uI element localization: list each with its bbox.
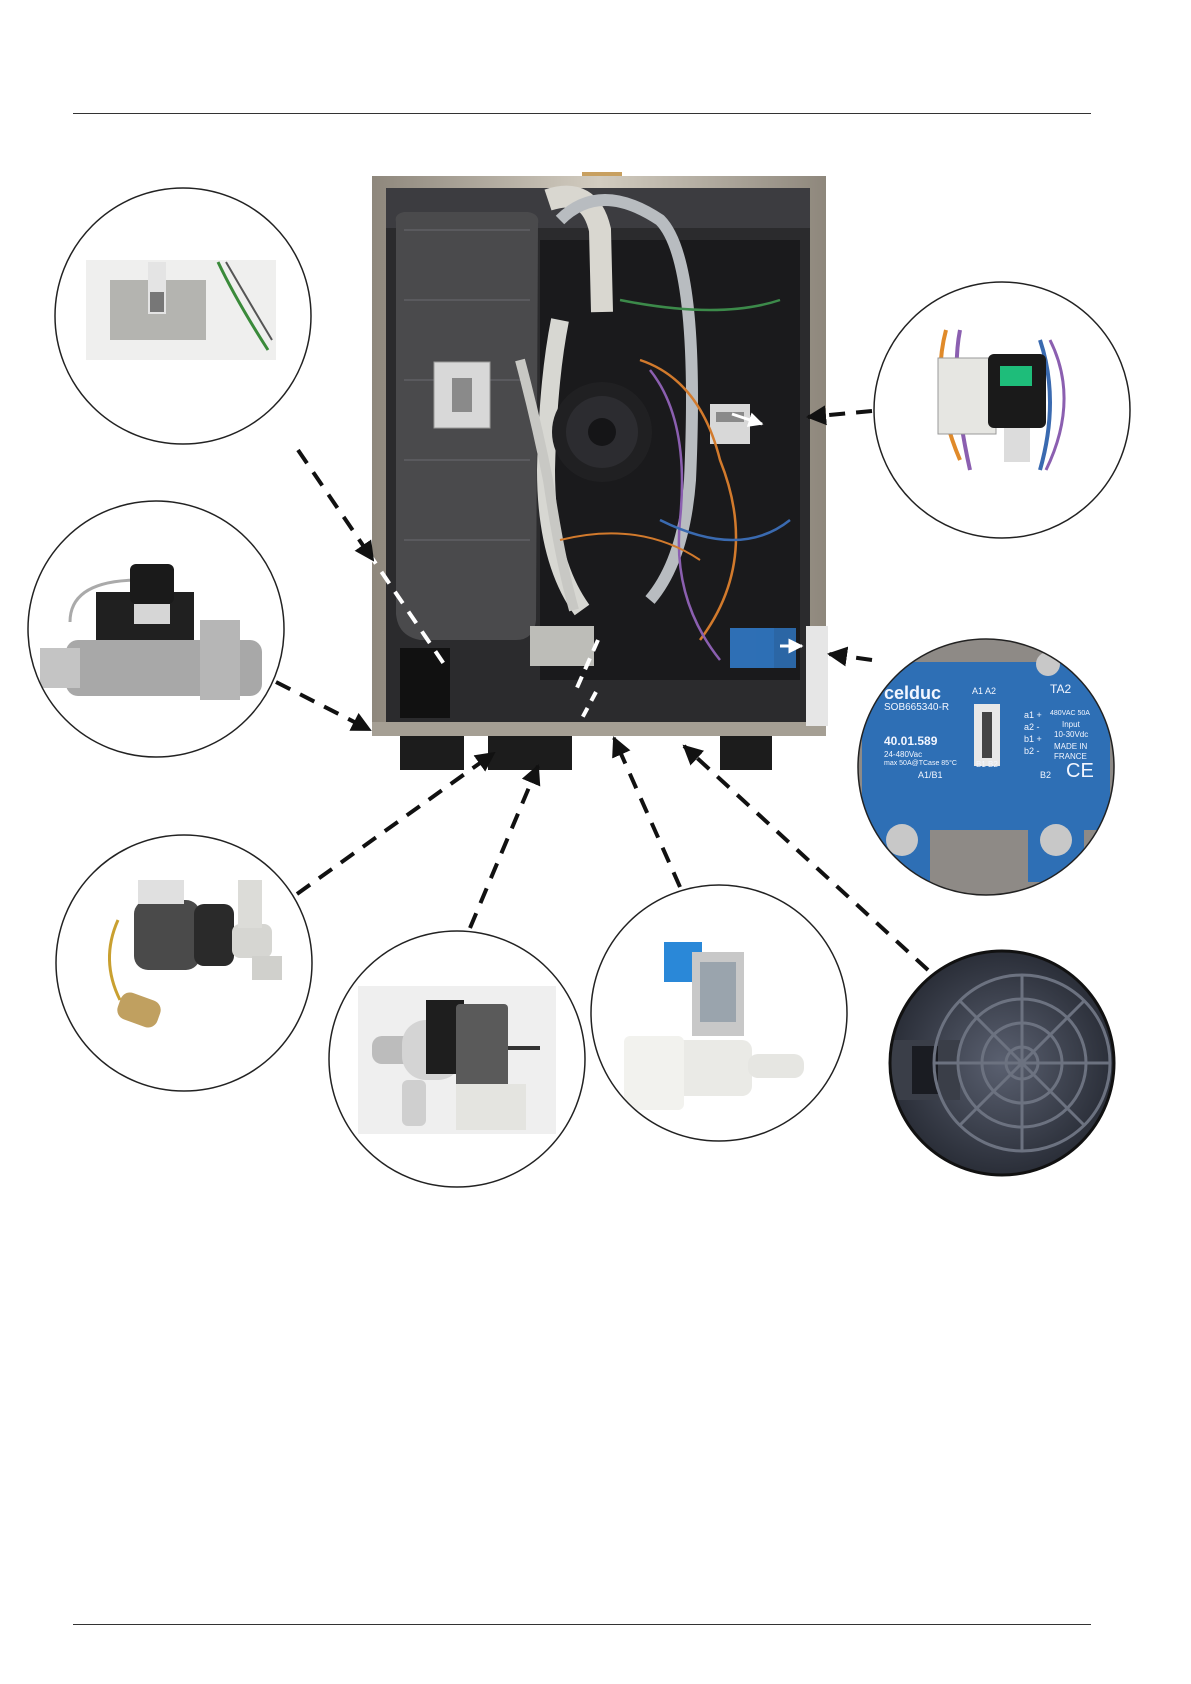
circulation-pump-photo xyxy=(56,835,312,1091)
arrow-solenoid-valve xyxy=(276,682,370,730)
relay-terminal-a1a2: A1 A2 xyxy=(972,686,996,696)
relay-a1plus: a1 + xyxy=(1024,710,1042,720)
arrow-drain-pump xyxy=(470,766,538,928)
relay-input: Input xyxy=(1062,720,1080,729)
relay-b2: B2 xyxy=(1040,770,1051,780)
arrow-circulation-pump xyxy=(297,753,494,894)
relay-a1b1: A1/B1 xyxy=(918,770,943,780)
drain-pump-photo xyxy=(329,931,585,1187)
relay-b1b2: B1 B2 xyxy=(976,760,998,769)
relay-model: SOB665340-R xyxy=(884,702,949,713)
relay-made-in: MADE IN xyxy=(1054,742,1087,751)
contactor-photo xyxy=(874,282,1130,538)
arrow-inlet-valve xyxy=(614,738,680,887)
relay-b1plus: b1 + xyxy=(1024,734,1042,744)
relay-ta2: TA2 xyxy=(1050,682,1071,696)
relay-part-number: 40.01.589 xyxy=(884,734,937,748)
relay-voltage: 24-480Vac xyxy=(884,750,922,759)
blower-fan-photo xyxy=(890,951,1114,1175)
machine-interior-photo xyxy=(368,172,828,770)
relay-a2minus: a2 - xyxy=(1024,722,1040,732)
relay-input-range: 10-30Vdc xyxy=(1054,730,1088,739)
relay-brand: celduc xyxy=(884,683,941,704)
relay-temp: max 50A@TCase 85°C xyxy=(884,760,957,767)
arrow-solid-state-relay xyxy=(829,654,872,660)
relay-b2minus: b2 - xyxy=(1024,746,1040,756)
heating-element-photo xyxy=(55,188,311,444)
arrow-heating-element xyxy=(298,450,373,560)
relay-ce-mark: CE xyxy=(1066,760,1094,783)
solenoid-valve-photo xyxy=(28,501,284,757)
relay-rating: 480VAC 50A xyxy=(1050,710,1090,717)
water-inlet-valve-photo xyxy=(591,885,847,1141)
